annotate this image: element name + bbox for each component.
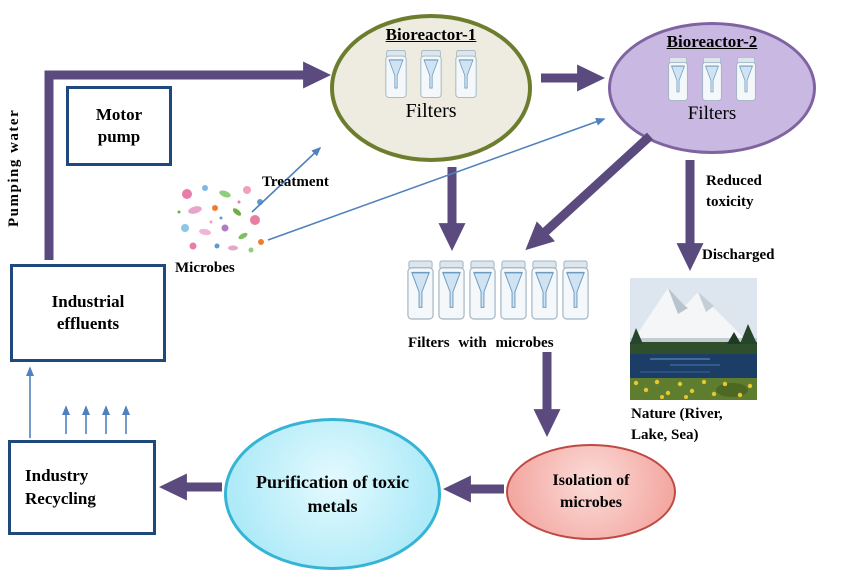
bioreactor-2-title: Bioreactor-2 [666, 32, 758, 51]
filter-bottle-icon [700, 56, 724, 102]
bioreactor-2-bottles [666, 56, 758, 102]
nature-image [630, 278, 757, 400]
isolation-node: Isolation of microbes [506, 444, 676, 540]
microbes-image [175, 180, 267, 254]
motor-pump-label: Motor pump [95, 104, 143, 146]
filter-bottle-icon [383, 49, 409, 99]
isolation-label: Isolation of microbes [552, 472, 630, 511]
industry-recycling-label: Industry Recycling [25, 466, 96, 508]
filter-bottle-icon [734, 56, 758, 102]
filters-with-microbes-label: Filters with microbes [408, 335, 554, 351]
filter-bottle-icon [666, 56, 690, 102]
purification-label: Purification of toxic metals [256, 471, 409, 516]
filters-with-microbes-bottles [406, 257, 590, 323]
treatment-label: Treatment [262, 174, 329, 190]
discharged-label: Discharged [702, 247, 775, 263]
filter-bottle-icon [437, 257, 466, 323]
arrow-bioreactor2-to-filters [525, 132, 654, 251]
filter-bottle-icon [418, 49, 444, 99]
bioreactor-1-bottles [383, 49, 479, 99]
reduced-toxicity-label: Reduced toxicity [706, 173, 762, 210]
filter-bottle-icon [468, 257, 497, 323]
purification-node: Purification of toxic metals [224, 418, 441, 570]
filter-bottle-icon [453, 49, 479, 99]
filter-bottle-icon [530, 257, 559, 323]
filter-bottle-icon [406, 257, 435, 323]
filter-bottle-icon [561, 257, 590, 323]
bioreactor-2-node: Bioreactor-2 Filters [608, 22, 816, 154]
bioreactor-1-title: Bioreactor-1 [385, 25, 477, 44]
industry-recycling-box: Industry Recycling [8, 440, 156, 535]
industrial-effluents-box: Industrial effluents [10, 264, 166, 362]
pumping-water-label: Pumping water [6, 108, 22, 228]
motor-pump-box: Motor pump [66, 86, 172, 166]
industrial-effluents-label: Industrial effluents [51, 291, 125, 333]
filter-bottle-icon [499, 257, 528, 323]
bioreactor-2-caption: Filters [687, 103, 737, 124]
bioreactor-1-node: Bioreactor-1 Filters [330, 14, 532, 162]
nature-caption: Nature (River, Lake, Sea) [631, 406, 723, 443]
microbes-label: Microbes [175, 260, 235, 276]
bioreactor-1-caption: Filters [405, 100, 457, 122]
